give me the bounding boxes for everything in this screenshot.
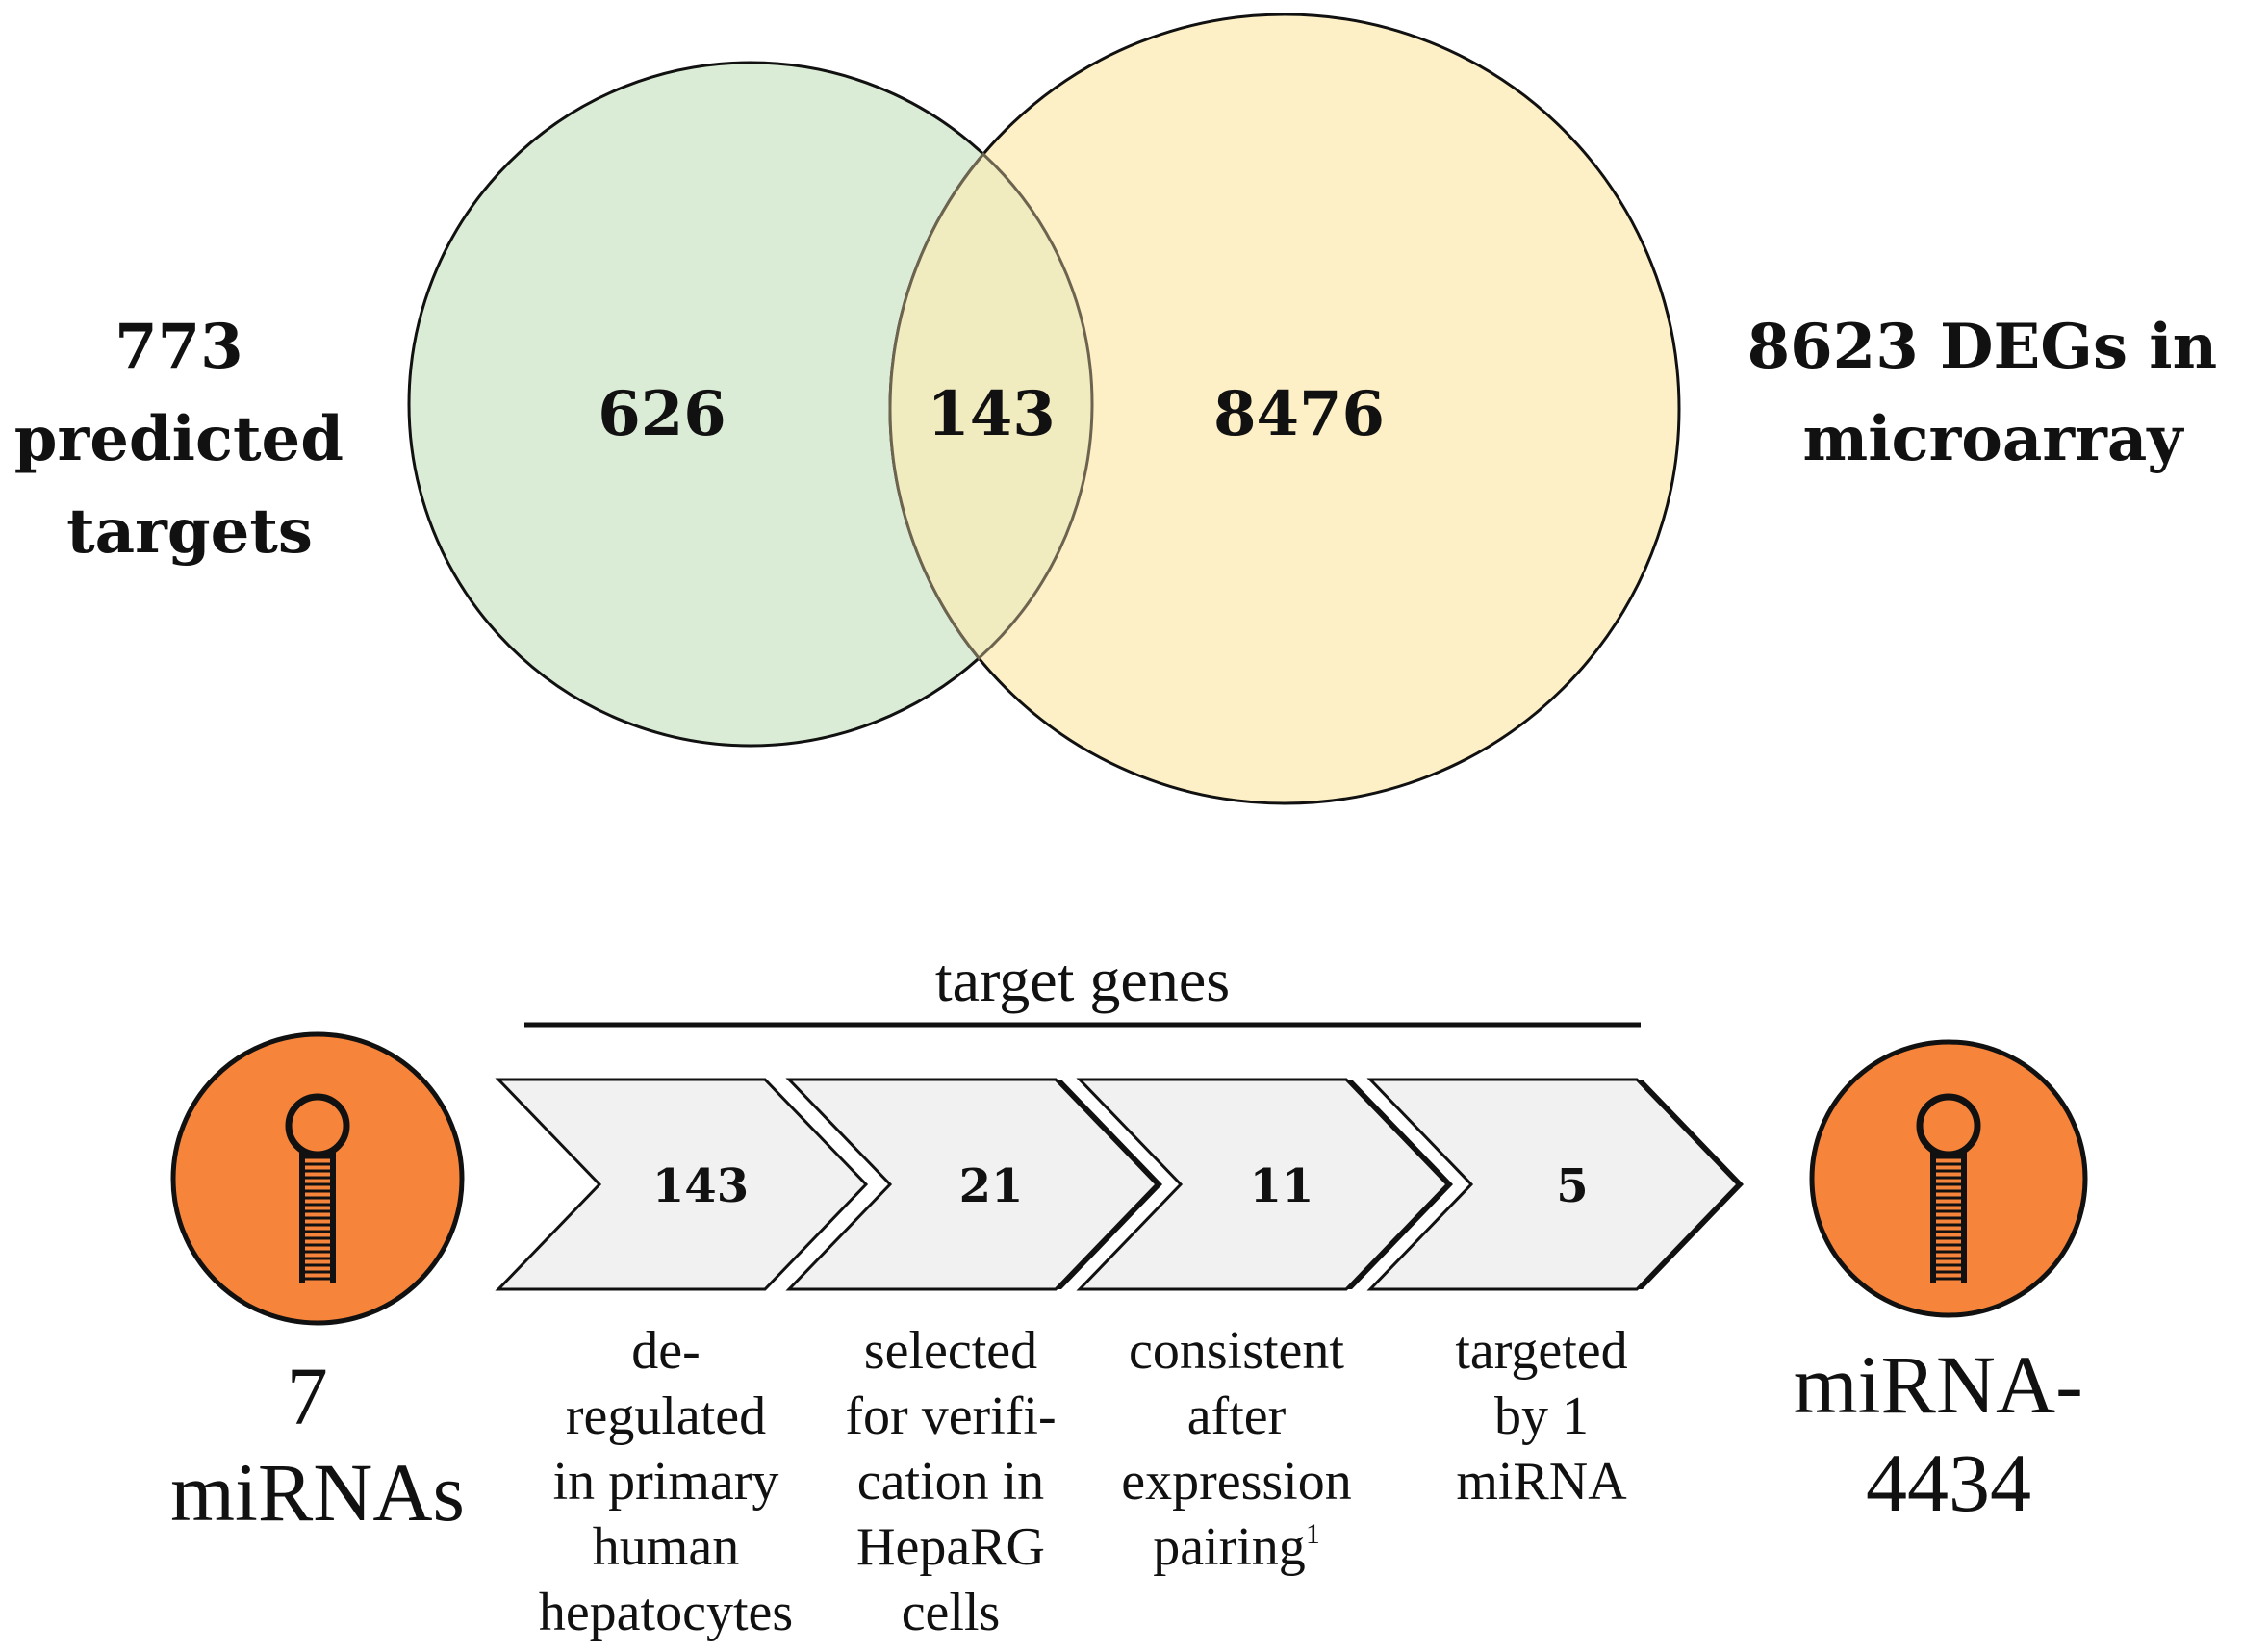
step-count: 21 (959, 1159, 1024, 1213)
set-a-label: 773 predicted targets (14, 311, 366, 568)
mirna-hairpin-icon (285, 1093, 350, 1283)
result-mirna-label: miRNA- 4434 (1794, 1338, 2104, 1529)
result-mirna: miRNA- 4434 (1794, 1039, 2104, 1529)
step-chevron (785, 1078, 1160, 1291)
step-chevron (1076, 1078, 1450, 1291)
overlap-region (888, 152, 1094, 661)
source-mirna-label: 7 miRNAs (170, 1350, 465, 1538)
step-count: 11 (1250, 1159, 1314, 1213)
step-count: 5 (1556, 1159, 1588, 1213)
footnote-mark: 1 (1306, 1518, 1320, 1550)
step-count: 143 (652, 1159, 749, 1213)
mirna-hairpin-icon (1916, 1093, 1981, 1283)
pipeline: target genes 7 miRNAs (170, 946, 2104, 1642)
set-b-only-count: 8476 (1213, 378, 1385, 450)
set-a-only-count: 626 (598, 378, 726, 450)
set-b-label: 8623 DEGs in microarray (1747, 311, 2239, 475)
step-chevron (495, 1078, 869, 1291)
pipeline-header: target genes (935, 946, 1230, 1014)
source-mirna: 7 miRNAs (170, 1031, 465, 1538)
venn-diagram: 773 predicted targets 8623 DEGs in micro… (14, 13, 2239, 805)
step-chevron (1366, 1078, 1741, 1291)
overlap-count: 143 (927, 378, 1056, 450)
